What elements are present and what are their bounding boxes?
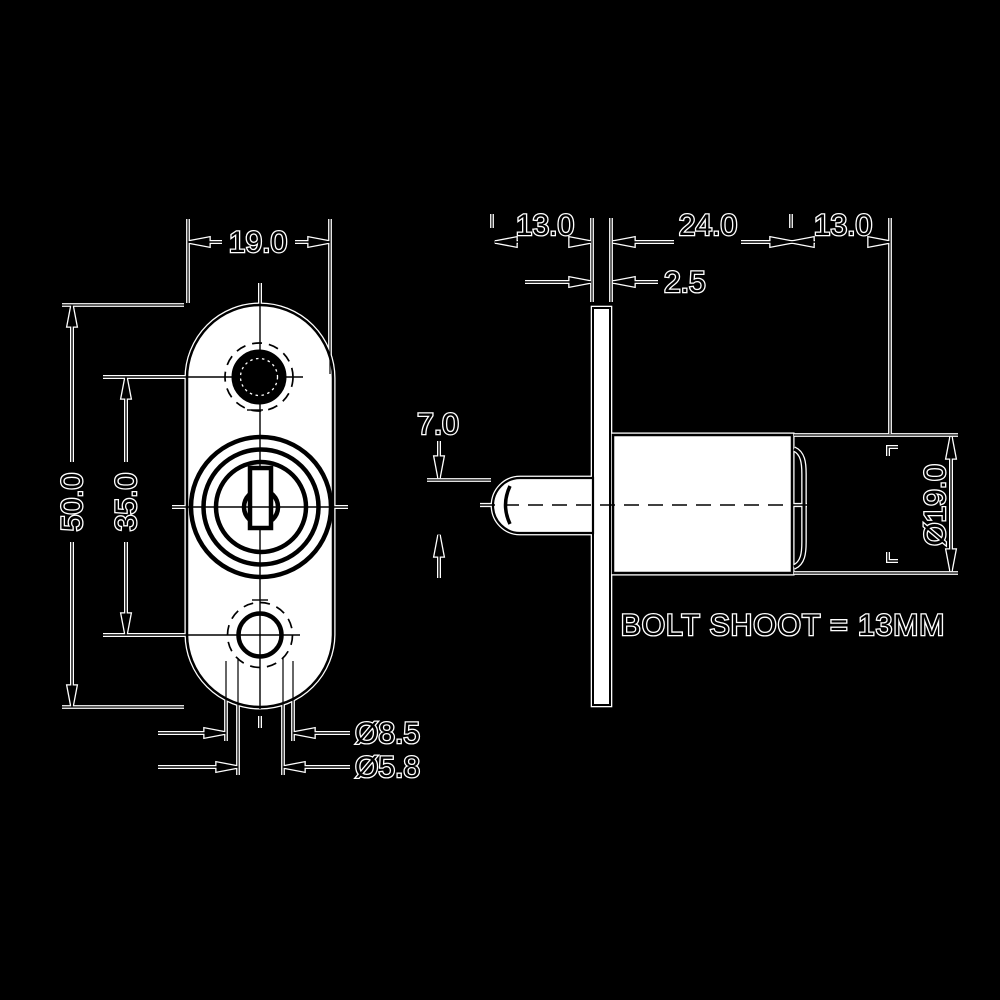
dim-plate-height: 50.0 — [56, 304, 184, 708]
arrowhead-down — [434, 456, 444, 479]
white-detail-layer — [239, 357, 279, 397]
dim-cam-projection: 13.0 — [494, 209, 592, 247]
extended-bolt-corner-top — [887, 446, 898, 456]
arrowhead-right — [770, 237, 793, 247]
arrowhead-left — [494, 237, 517, 247]
arrowhead-right — [569, 237, 592, 247]
arrowhead-left — [187, 237, 210, 247]
side-view: 13.0 24.0 13.0 — [417, 209, 958, 706]
dim-text-bolt-diameter: 7.0 — [417, 408, 459, 441]
dim-body-diameter: Ø19.0 — [919, 436, 956, 572]
arrowhead-left — [292, 728, 315, 738]
arrowhead-left — [791, 237, 814, 247]
bolt-shoot-note: BOLT SHOOT = 13MM — [621, 609, 946, 642]
dim-cam-projection: 13.0 — [494, 208, 592, 249]
dim-text-cam-projection: 13.0 — [516, 209, 574, 242]
dim-text-plate-thickness: 2.5 — [664, 266, 706, 299]
bolt-shoot-note: BOLT SHOOT = 13MM — [621, 609, 946, 642]
dim-text-body-length: 24.0 — [679, 209, 737, 242]
dim-plate-thickness: 2.5 — [525, 266, 706, 299]
cam-profile-curve — [793, 447, 806, 569]
arrowhead-down — [67, 685, 77, 708]
dim-hole-spacing: 35.0 — [109, 376, 144, 636]
dim-text-screw-hole-outer: Ø8.5 — [355, 717, 420, 750]
keyhole-slot — [247, 465, 274, 531]
dim-text-hole-spacing: 35.0 — [110, 473, 143, 531]
drawing-art: 19.0 50.0 35.0 — [55, 208, 958, 785]
arrowhead-up — [67, 304, 77, 327]
dim-text-hole-spacing: 35.0 — [110, 473, 143, 531]
arrowhead-up — [434, 534, 444, 557]
arrowhead-left — [612, 277, 635, 287]
arrowhead-right — [868, 237, 891, 247]
dim-text-bolt-travel: 13.0 — [814, 209, 872, 242]
front-view: 19.0 50.0 35.0 — [56, 219, 420, 784]
dim-text-screw-hole-inner: Ø5.8 — [355, 751, 420, 784]
dim-bolt-diameter: 7.0 — [417, 408, 459, 578]
extended-bolt-corner-bottom — [887, 552, 898, 562]
side-plate-fill — [593, 308, 610, 705]
arrowhead-right — [308, 237, 331, 247]
dim-text-body-diameter: Ø19.0 — [919, 464, 952, 546]
arrowhead-right — [204, 728, 227, 738]
dim-body-length: 24.0 — [612, 209, 793, 247]
white-fill-shapes — [187, 305, 792, 707]
dim-text-plate-width: 19.0 — [229, 226, 287, 259]
dim-text-screw-hole-outer: Ø8.5 — [355, 717, 420, 750]
dim-text-bolt-diameter: 7.0 — [417, 408, 459, 441]
top-hole-inner-dotted-circle — [239, 357, 279, 397]
arrowhead-right — [216, 762, 239, 772]
arrowhead-up — [946, 436, 956, 459]
arrowhead-left — [612, 237, 635, 247]
dim-text-screw-hole-inner: Ø5.8 — [355, 751, 420, 784]
dim-hole-spacing: 35.0 — [110, 376, 143, 636]
dim-text-cam-projection: 13.0 — [516, 209, 574, 242]
dim-plate-width: 19.0 — [187, 219, 331, 374]
dim-screw-hole-inner: Ø5.8 — [158, 658, 420, 784]
dim-text-body-length: 24.0 — [679, 209, 737, 242]
dim-screw-hole-outer: Ø8.5 — [158, 661, 420, 750]
arrowhead-right — [569, 277, 592, 287]
arrowhead-left — [282, 762, 305, 772]
dim-text-plate-width: 19.0 — [229, 226, 287, 259]
arrowhead-down — [946, 549, 956, 572]
side-body-fill — [613, 435, 792, 573]
side-body-outline — [611, 433, 794, 575]
dim-bolt-travel: 13.0 — [791, 209, 891, 247]
dim-text-body-diameter: Ø19.0 — [919, 464, 952, 546]
dim-text-plate-thickness: 2.5 — [664, 266, 706, 299]
ink-layer: 19.0 50.0 35.0 — [56, 209, 958, 784]
arrowhead-down — [121, 613, 131, 636]
dim-text-plate-height: 50.0 — [56, 473, 89, 531]
arrowhead-up — [121, 376, 131, 399]
dim-text-bolt-travel: 13.0 — [814, 209, 872, 242]
dim-text-plate-height: 50.0 — [56, 473, 89, 531]
